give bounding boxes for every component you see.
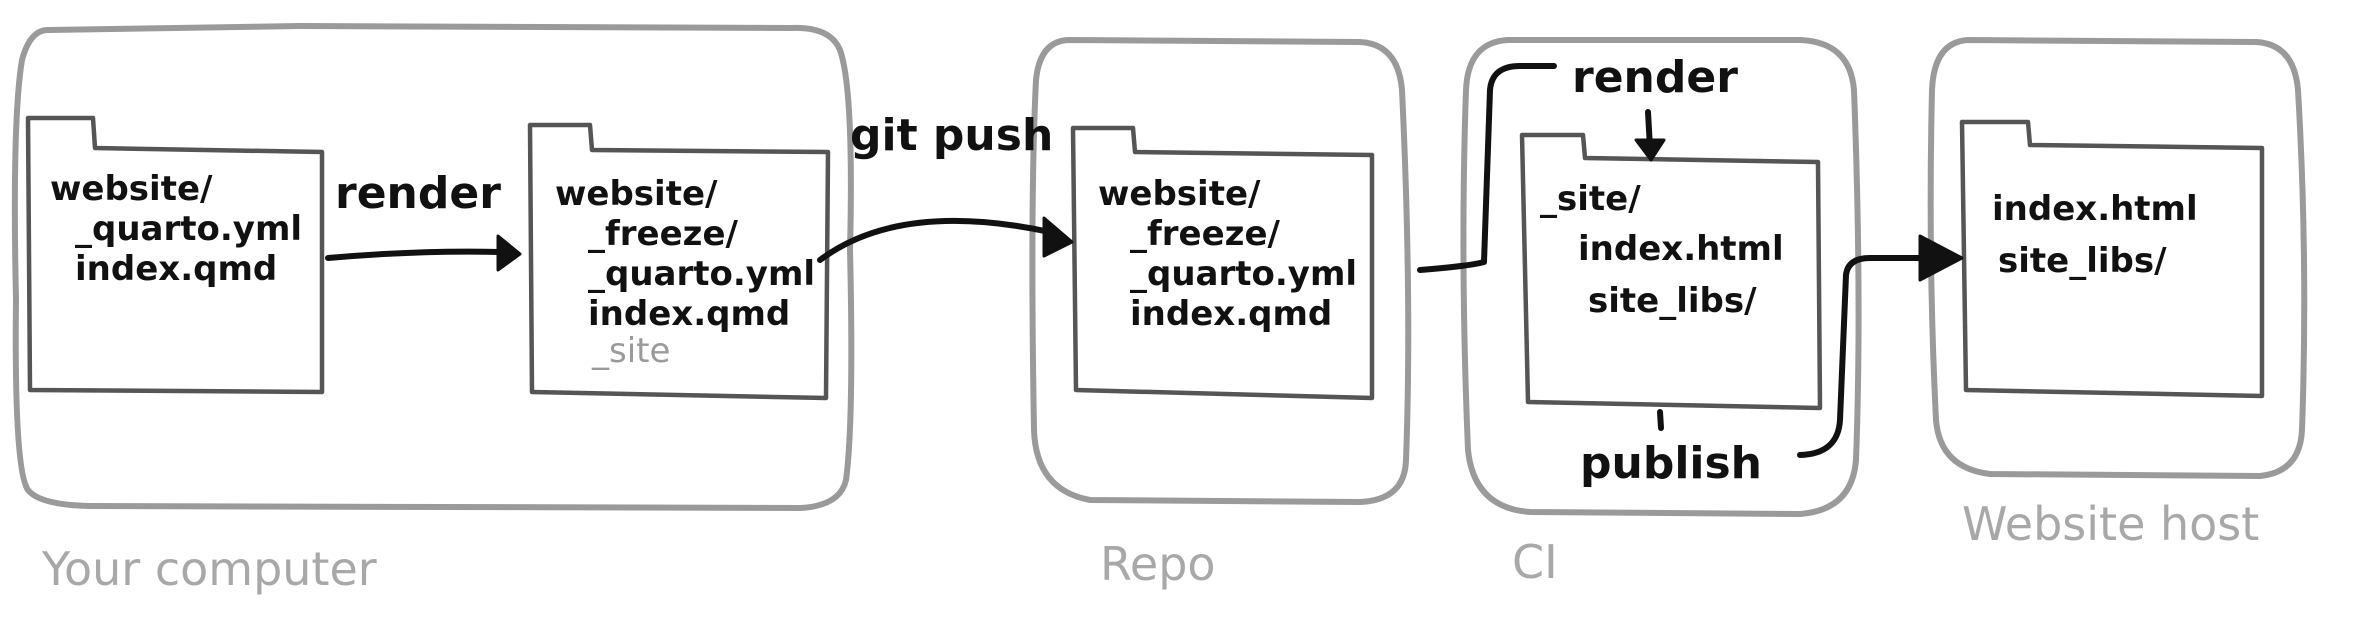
panel-label: CI — [1512, 535, 1558, 589]
arrow-line — [817, 217, 1053, 263]
panel-label: Repo — [1100, 537, 1216, 591]
panel-outline — [1927, 37, 2308, 479]
edge-label: publish — [1580, 438, 1762, 489]
arrow-line — [325, 248, 503, 261]
edge-label: render — [1572, 52, 1738, 103]
panel-label: Website host — [1962, 497, 2259, 551]
edge-label: git push — [850, 110, 1053, 161]
folder-icon — [1959, 119, 2265, 399]
panel-outline — [1460, 37, 1862, 517]
folder-repo: website/ _freeze/ _quarto.yml index.qmd — [1070, 125, 1375, 401]
folder-line: site_libs/ — [1998, 241, 2167, 281]
folder-rendered: website/ _freeze/ _quarto.yml index.qmd … — [527, 122, 831, 401]
arrow-tick — [1657, 409, 1664, 431]
folder-line: _quarto.yml — [1130, 254, 1357, 294]
folder-line: _freeze/ — [1130, 214, 1281, 254]
panel-outline — [11, 23, 855, 511]
folder-line: _freeze/ — [588, 214, 739, 254]
edge-render-local: render — [325, 168, 522, 272]
folder-line: index.qmd — [1130, 294, 1332, 334]
folder-line: index.html — [1578, 229, 1784, 269]
folder-line-muted: _site — [591, 331, 670, 371]
folder-line: website/ — [1098, 174, 1261, 214]
panel-label: Your computer — [41, 542, 377, 596]
folder-line: index.qmd — [75, 249, 277, 289]
arrow-line — [1797, 255, 1933, 458]
arrow-line — [1417, 63, 1557, 273]
arrowhead-icon — [496, 234, 522, 272]
panel-your-computer: website/ _quarto.yml index.qmd website/ … — [11, 23, 855, 596]
folder-icon — [25, 115, 325, 395]
edge-publish: publish — [1580, 234, 1964, 489]
folder-line: _site/ — [1540, 179, 1641, 219]
folder-icon — [1070, 125, 1375, 401]
folder-icon — [1519, 132, 1823, 411]
arrowhead-icon — [1918, 234, 1964, 282]
folder-ci: _site/ index.html site_libs/ — [1519, 132, 1823, 411]
panel-outline — [1029, 37, 1412, 505]
folder-source: website/ _quarto.yml index.qmd — [25, 115, 325, 395]
folder-host: index.html site_libs/ — [1959, 119, 2265, 399]
folder-line: website/ — [50, 169, 213, 209]
panel-website-host: index.html site_libs/ Website host — [1927, 37, 2308, 551]
folder-line: _quarto.yml — [588, 254, 815, 294]
folder-line: index.qmd — [588, 294, 790, 334]
folder-line: index.html — [1992, 189, 2198, 229]
edge-render-ci: render — [1417, 52, 1738, 273]
edge-git-push: git push — [817, 110, 1074, 263]
folder-line: site_libs/ — [1588, 281, 1757, 321]
edge-label: render — [335, 168, 501, 219]
folder-icon — [527, 122, 831, 401]
panel-repo: website/ _freeze/ _quarto.yml index.qmd … — [1029, 37, 1412, 591]
folder-line: _quarto.yml — [75, 209, 302, 249]
arrowhead-icon — [1634, 138, 1666, 162]
folder-line: website/ — [555, 174, 718, 214]
panel-ci: _site/ index.html site_libs/ CI — [1460, 37, 1862, 589]
arrowhead-icon — [1042, 216, 1074, 258]
